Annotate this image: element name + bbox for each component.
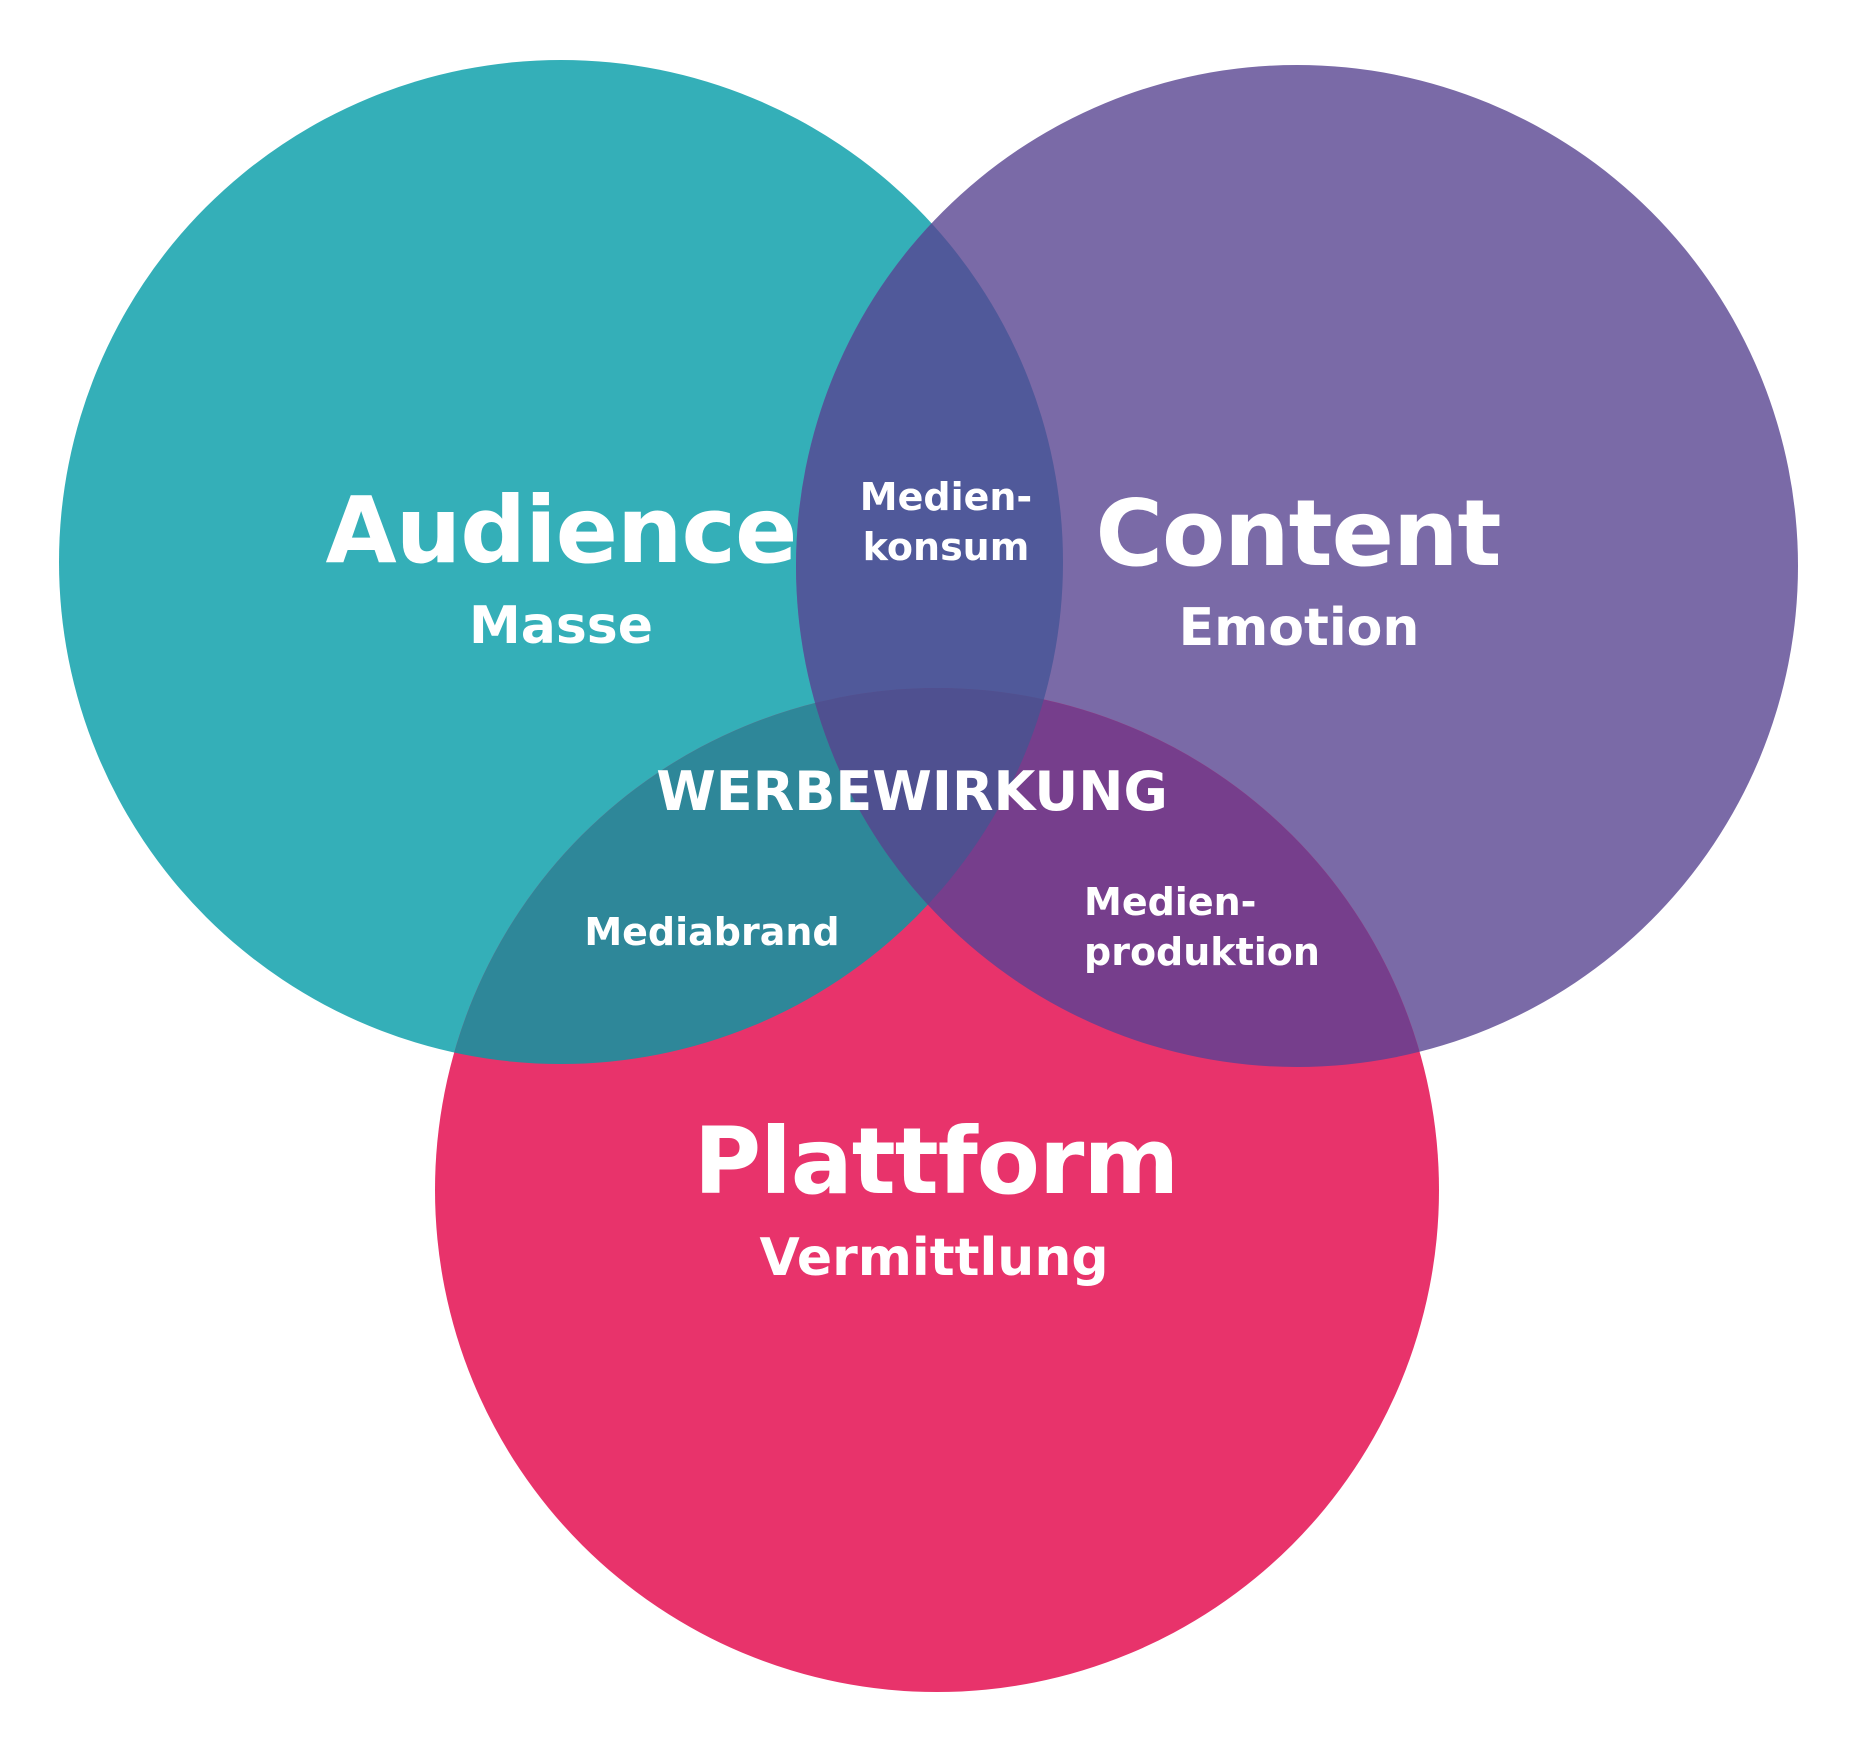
overlap-audience-plattform [435, 688, 1063, 1064]
medienproduktion-line-2: produktion [1084, 930, 1320, 974]
audience-subtitle: Masse [469, 596, 653, 656]
overlap-content-plattform [796, 688, 1439, 1067]
audience-title: Audience [326, 477, 797, 584]
medienkonsum-line-2: konsum [863, 525, 1030, 569]
plattform-title: Plattform [694, 1108, 1178, 1215]
medienproduktion-line-1: Medien- [1084, 880, 1256, 924]
mediabrand-label: Mediabrand [584, 910, 839, 954]
plattform-subtitle: Vermittlung [759, 1228, 1108, 1288]
werbewirkung-label: WERBEWIRKUNG [656, 760, 1168, 823]
content-title: Content [1095, 480, 1500, 587]
content-subtitle: Emotion [1179, 598, 1420, 658]
medienkonsum-line-1: Medien- [860, 475, 1032, 519]
